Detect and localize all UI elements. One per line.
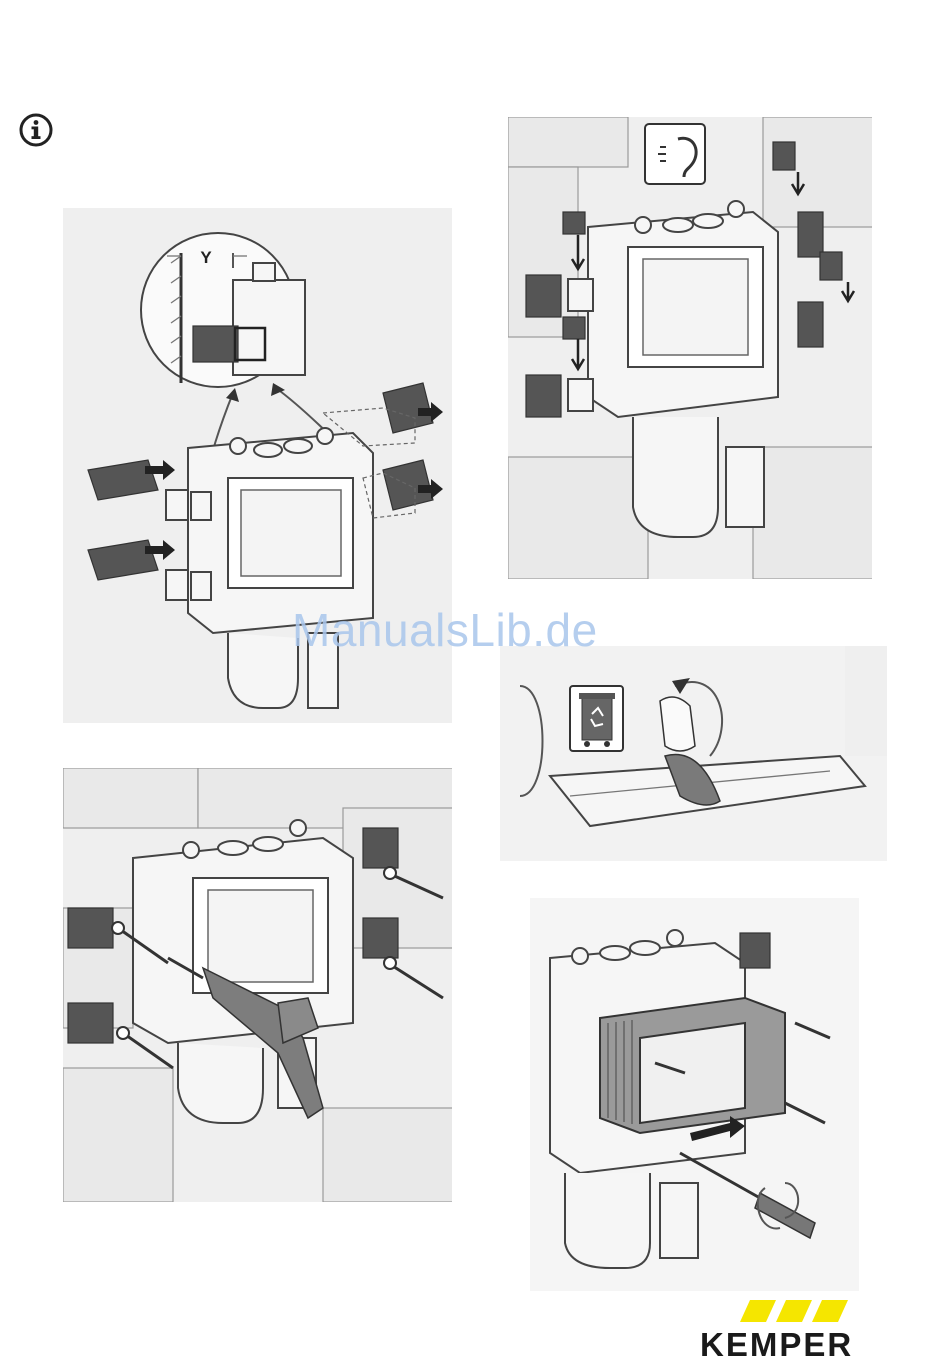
info-icon: [18, 112, 54, 148]
recycle-bin-icon: [570, 686, 623, 751]
remove-tape-illustration: [500, 646, 887, 861]
ear-sound-icon: [645, 124, 705, 184]
watermark-text: ManualsLib.de: [292, 603, 598, 657]
brand-name: KEMPER: [700, 1326, 853, 1364]
dimension-label-y: Y: [200, 248, 212, 267]
sound-clips-illustration: [508, 117, 872, 579]
frame-mount-illustration: [530, 898, 859, 1291]
drill-fixing-illustration: [63, 768, 452, 1202]
kemper-logo-stripes: [740, 1300, 858, 1322]
